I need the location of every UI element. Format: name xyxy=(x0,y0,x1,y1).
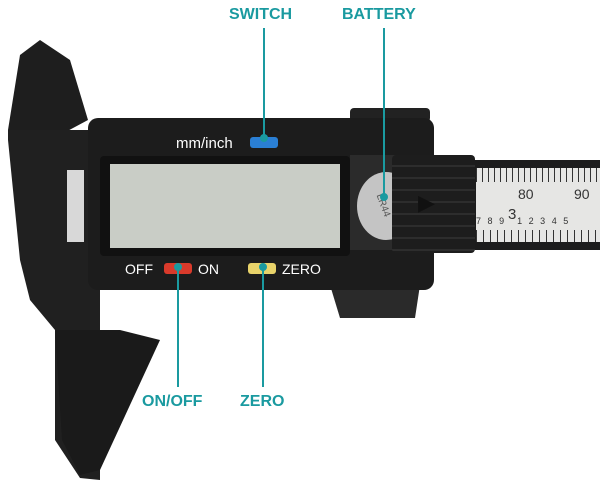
callout-onoff-line xyxy=(177,267,179,387)
callout-zero: ZERO xyxy=(240,393,285,410)
thumb-wheel xyxy=(330,285,420,318)
callout-battery-line xyxy=(383,28,385,198)
inch-ticks xyxy=(476,230,600,242)
callout-on-off: ON/OFF xyxy=(142,393,203,410)
callout-battery-dot xyxy=(380,193,388,201)
mm-label-90: 90 xyxy=(574,186,590,202)
inch-minor: 4 xyxy=(551,216,557,226)
inch-minor: 5 xyxy=(563,216,569,226)
callout-switch-dot xyxy=(260,134,268,142)
callout-switch: SWITCH xyxy=(229,6,293,23)
inch-minor: 9 xyxy=(499,216,505,226)
jaw-window xyxy=(67,170,84,242)
off-label: OFF xyxy=(125,261,153,277)
inch-minor: 3 xyxy=(540,216,546,226)
upper-jaw xyxy=(8,40,88,135)
inch-minor-labels: 7 8 9 1 2 3 4 5 xyxy=(476,216,568,226)
mm-label-80: 80 xyxy=(518,186,534,202)
lower-jaw xyxy=(55,330,160,475)
mm-ticks xyxy=(476,168,600,182)
callout-switch-line xyxy=(263,28,265,138)
lcd-display xyxy=(110,164,340,248)
inch-minor: 7 xyxy=(476,216,482,226)
on-label: ON xyxy=(198,261,219,277)
unit-label: mm/inch xyxy=(176,135,233,152)
zero-label: ZERO xyxy=(282,261,321,277)
switch-button[interactable] xyxy=(250,137,278,148)
inch-label-3: 3 xyxy=(508,206,517,223)
slider-grip[interactable]: ▶ xyxy=(392,155,475,253)
arrow-right-icon: ▶ xyxy=(418,190,435,215)
inch-minor: 8 xyxy=(487,216,493,226)
inch-minor: 1 xyxy=(517,216,523,226)
callout-zero-line xyxy=(262,267,264,387)
ruler-scale: 80 90 3 7 8 9 1 2 3 4 5 xyxy=(476,168,600,242)
callout-battery: BATTERY xyxy=(342,6,416,23)
inch-minor: 2 xyxy=(528,216,534,226)
